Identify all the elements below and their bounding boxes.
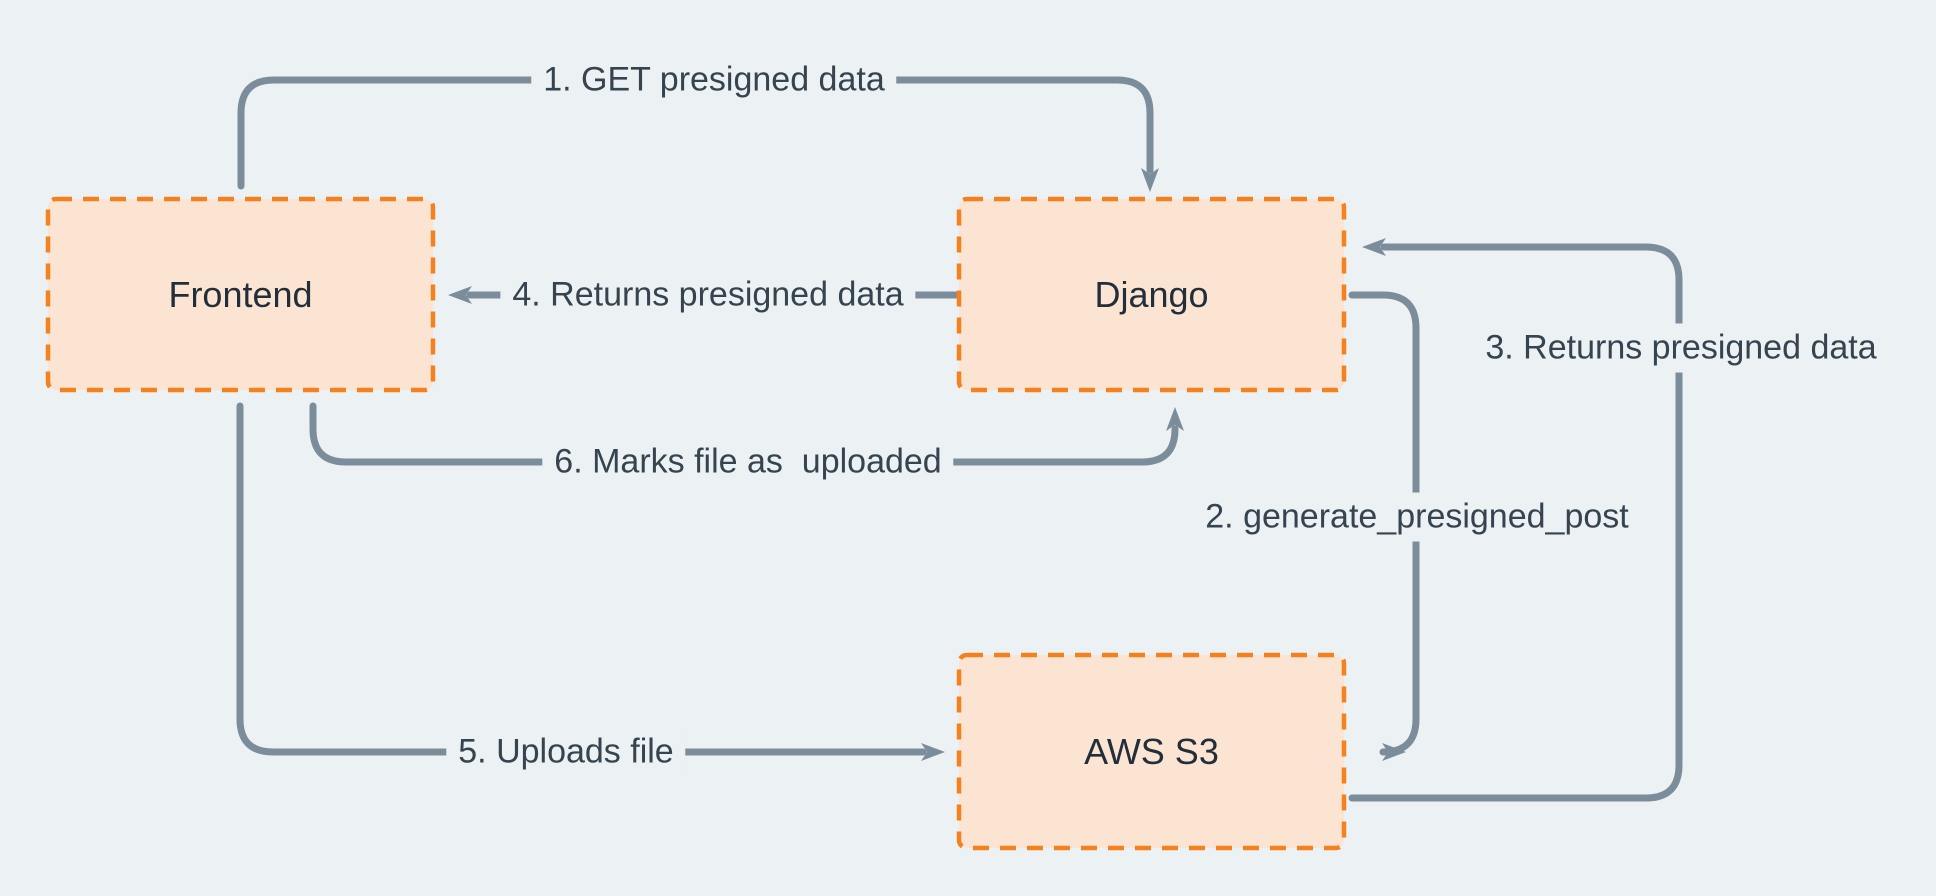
node-django-box (956, 196, 1347, 393)
edge-get-presigned-data-arrow (237, 76, 1159, 192)
edge-marks-file-uploaded-arrow (309, 402, 1184, 466)
edge-returns-presigned-data-s3-arrow (1348, 238, 1683, 802)
edge-generate-presigned-post-arrow (1348, 291, 1420, 761)
edge-uploads-file-arrow (236, 402, 945, 761)
node-frontend-box (45, 196, 436, 393)
node-aws-s3-box (956, 652, 1347, 851)
